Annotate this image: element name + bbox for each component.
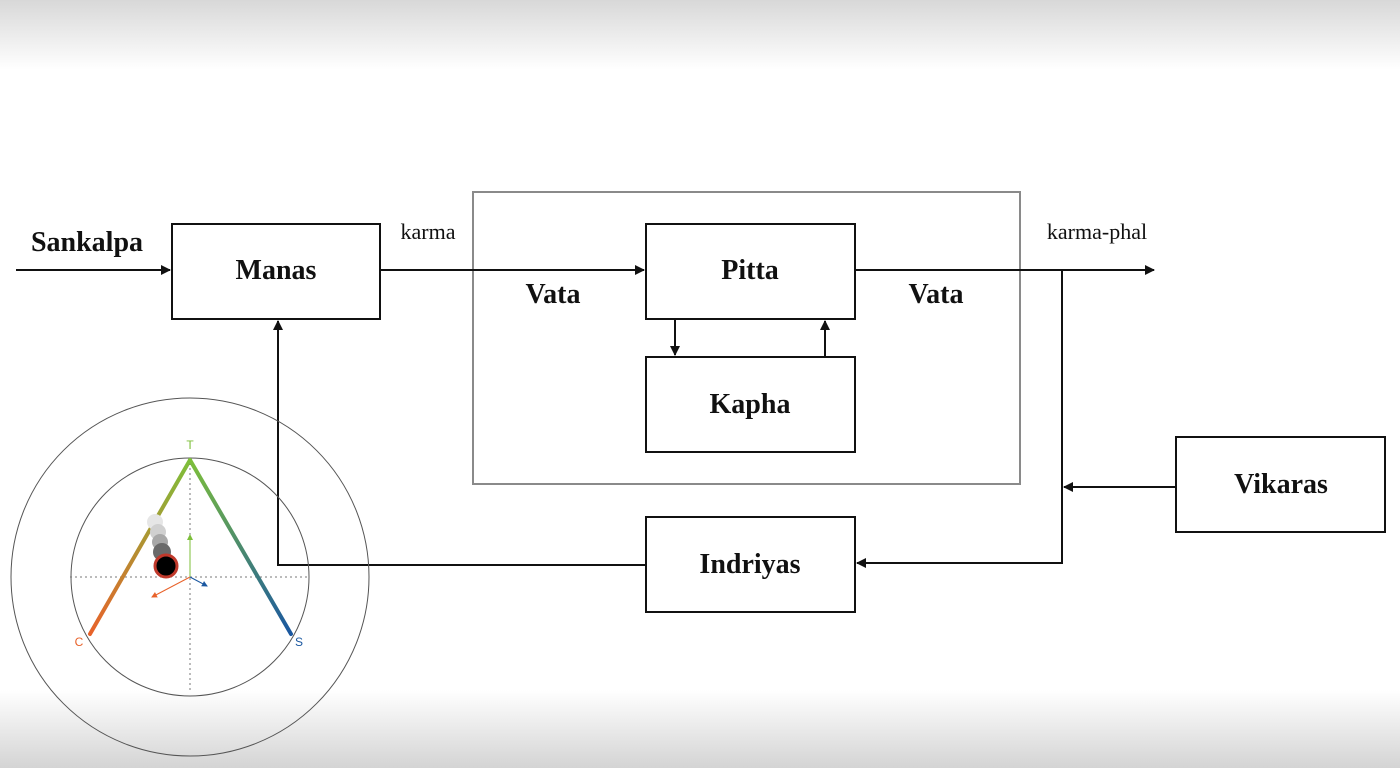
triangle-widget: T C S <box>10 397 370 757</box>
edge-t-c <box>88 458 192 636</box>
manas-box <box>171 223 381 320</box>
pitta-box <box>645 223 856 320</box>
vata-right-label: Vata <box>909 279 964 310</box>
vikaras-box <box>1175 436 1386 533</box>
position-marker <box>153 553 179 579</box>
karma-phal-label: karma-phal <box>1047 219 1147 244</box>
edge-t-s <box>188 458 293 636</box>
bottom-shade <box>0 690 1400 768</box>
vertex-t-label: T <box>186 438 194 452</box>
pitta-label: Pitta <box>721 255 779 286</box>
outer-ring <box>10 397 370 757</box>
manas-label: Manas <box>236 255 317 286</box>
karma-label: karma <box>401 219 456 244</box>
axis-s <box>189 576 208 587</box>
axis-c <box>151 576 191 598</box>
kapha-box <box>645 356 856 453</box>
indriyas-to-manas-arrow <box>273 320 646 566</box>
vata-left-label: Vata <box>526 279 581 310</box>
vikaras-label: Vikaras <box>1234 469 1328 500</box>
feedback-to-indriyas-arrow <box>856 270 1063 568</box>
kapha-label: Kapha <box>710 389 791 420</box>
top-shade <box>0 0 1400 70</box>
vertex-s-label: S <box>295 635 303 649</box>
indriyas-label: Indriyas <box>699 549 800 580</box>
sankalpa-label: Sankalpa <box>31 227 143 258</box>
vertex-c-label: C <box>75 635 84 649</box>
vata-container <box>472 191 1021 485</box>
